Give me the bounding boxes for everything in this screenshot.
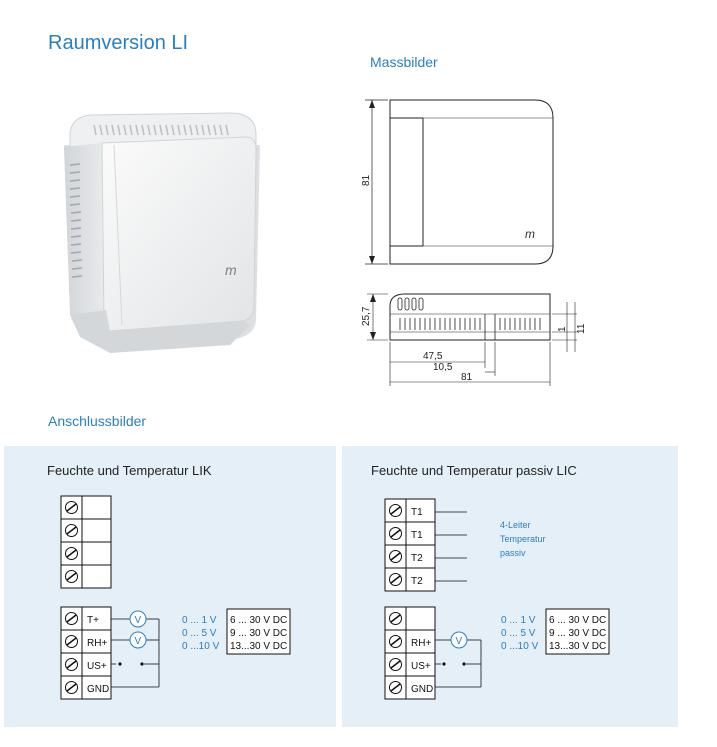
note-line-2: Temperatur [500,534,546,544]
voltmeter-icon: V [135,615,142,626]
connections-heading: Anschlussbilder [48,413,147,429]
dim-1: 1 [557,326,568,332]
svg-text:m: m [525,227,535,241]
terminal-t1: T1 [411,530,423,541]
dimension-drawing-front: 81 m [361,99,554,265]
voltmeter-icon: V [135,636,142,647]
panel-lic-title: Feuchte und Temperatur passiv LIC [371,463,577,478]
wiring-diagram-lik: T+ RH+ US+ GND V V 0 ... 1 V 0 ... 5 V 0… [60,495,291,700]
range-1v: 0 ... 1 V [501,615,536,626]
note-line-1: 4-Leiter [500,520,531,530]
range-10v: 0 ...10 V [182,641,220,652]
terminal-rh-plus: RH+ [411,638,431,649]
supply-6-30: 6 ... 30 V DC [230,615,287,626]
dim-10-5: 10,5 [433,362,453,373]
dim-81: 81 [461,372,473,383]
supply-6-30: 6 ... 30 V DC [549,615,606,626]
note-line-3: passiv [500,548,526,558]
voltmeter-icon: V [456,636,463,647]
range-5v: 0 ... 5 V [501,628,536,639]
range-5v: 0 ... 5 V [182,628,217,639]
dim-47-5: 47,5 [423,351,443,362]
terminal-gnd: GND [411,684,433,695]
terminal-us-plus: US+ [411,661,431,672]
wiring-diagram-lic: T1 T1 T2 T2 4-Leiter Temperatur passiv [384,498,610,700]
supply-9-30: 9 ... 30 V DC [549,628,606,639]
dimensions-heading: Massbilder [370,54,438,70]
supply-box [226,608,291,655]
panel-lik: Feuchte und Temperatur LIK [4,446,336,727]
supply-13-30: 13...30 V DC [230,641,287,652]
dimension-drawing-side: 25,7 47,5 10,5 81 1 11 [361,293,587,386]
panel-lik-title: Feuchte und Temperatur LIK [47,463,212,478]
dim-depth: 25,7 [361,306,372,326]
terminal-us-plus: US+ [87,661,107,672]
supply-box [545,608,610,655]
range-10v: 0 ...10 V [501,641,539,652]
terminal-t-plus: T+ [87,615,99,626]
supply-13-30: 13...30 V DC [549,641,606,652]
terminal-t1: T1 [411,507,423,518]
terminal-gnd: GND [87,684,109,695]
range-1v: 0 ... 1 V [182,615,217,626]
product-image: m [64,112,260,353]
terminal-t2: T2 [411,576,423,587]
terminal-t2: T2 [411,553,423,564]
terminal-rh-plus: RH+ [87,638,107,649]
dim-11: 11 [576,323,587,334]
logo-mark: m [225,262,237,278]
supply-9-30: 9 ... 30 V DC [230,628,287,639]
panel-lic: Feuchte und Temperatur passiv LIC T1 T1 … [342,446,678,727]
page-title: Raumversion LI [48,32,189,54]
dim-height: 81 [361,174,372,186]
